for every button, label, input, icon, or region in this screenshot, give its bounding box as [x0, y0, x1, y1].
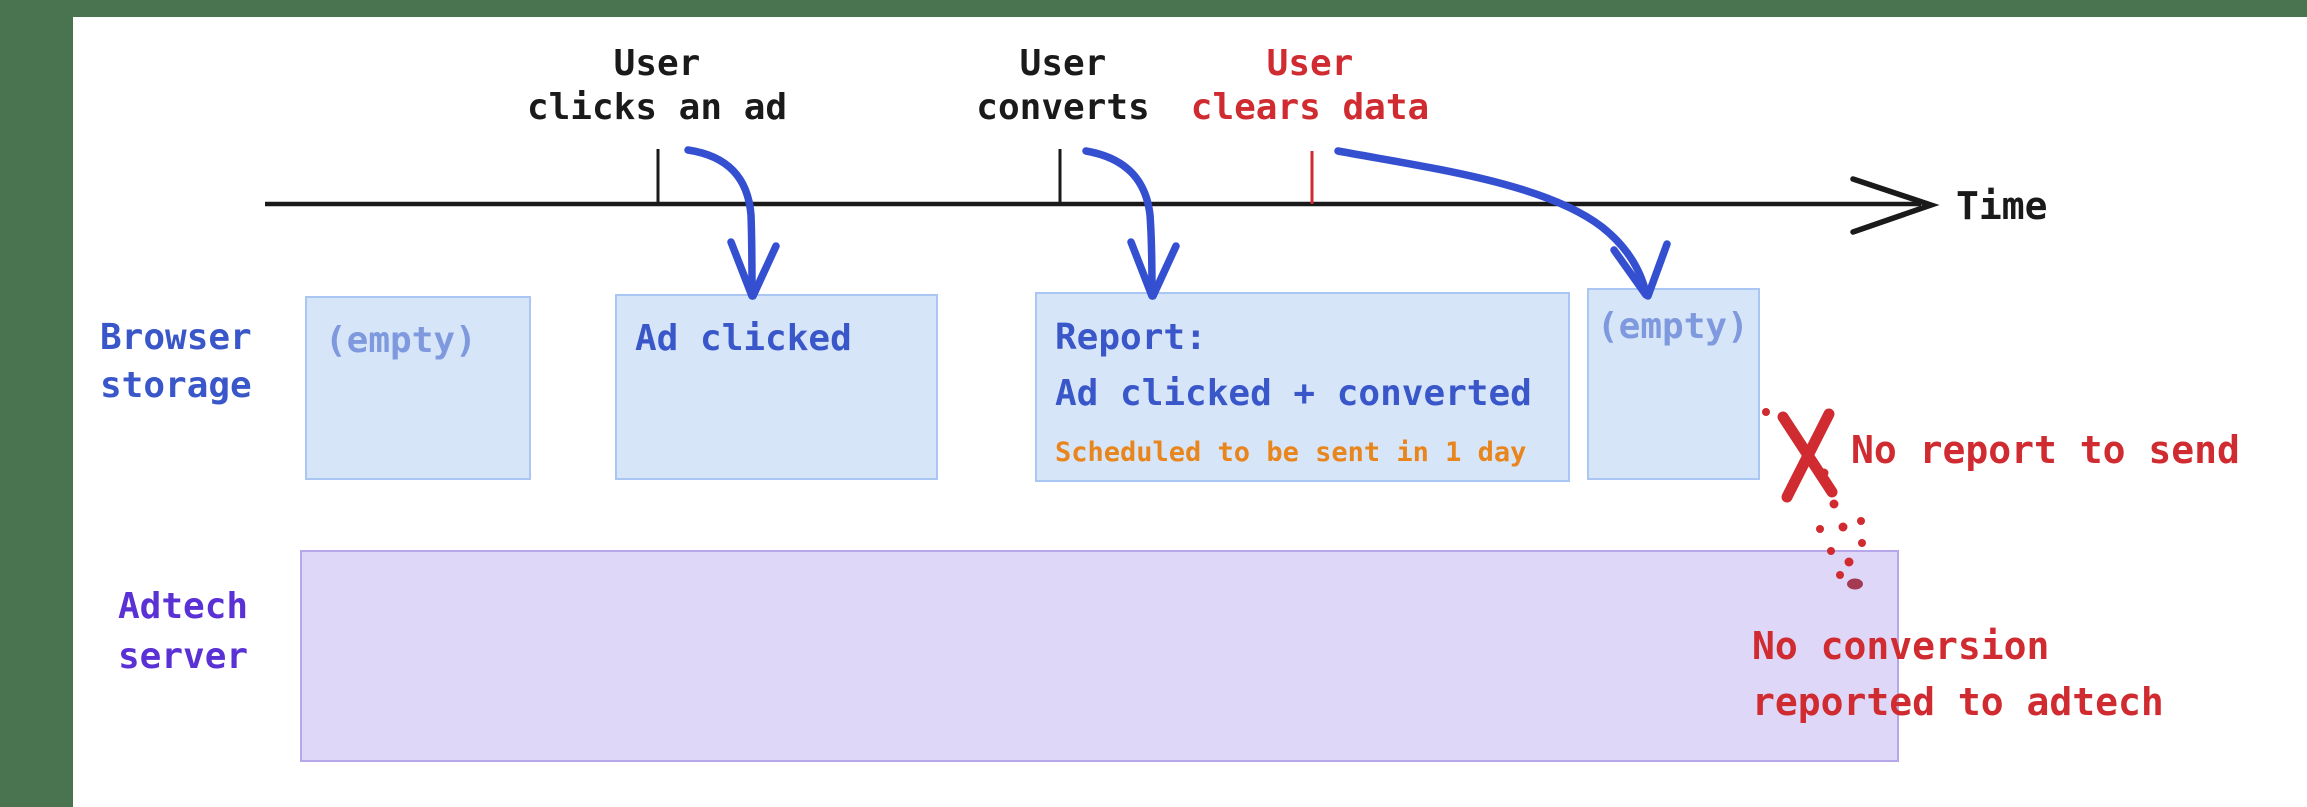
- red-x-icon: [1762, 408, 1838, 503]
- storage-box-empty-2: (empty): [1587, 288, 1760, 480]
- arrow-conversion-to-report-icon: [1082, 147, 1180, 300]
- frame-top-band: [0, 0, 2307, 17]
- timeline-arrowhead-icon: [1850, 176, 1940, 235]
- storage-box-empty-1: (empty): [305, 296, 531, 480]
- arrow-click-to-storage-icon: [684, 146, 780, 300]
- row-label-line: Adtech: [118, 586, 249, 627]
- event-label-line: clears data: [1190, 87, 1430, 128]
- arrow-clear-to-empty-icon: [1334, 147, 1671, 300]
- event-label-line: User: [613, 43, 701, 84]
- time-axis-label: Time: [1956, 184, 2048, 228]
- row-label-line: Browser: [100, 317, 252, 358]
- event-label-line: User: [1019, 43, 1107, 84]
- annotation-line: reported to adtech: [1752, 680, 2164, 724]
- storage-box-text: (empty): [325, 320, 477, 361]
- report-schedule-note: Scheduled to be sent in 1 day: [1055, 437, 1527, 468]
- no-report-annotation: No report to send: [1851, 428, 2240, 472]
- row-label-line: storage: [100, 365, 252, 406]
- report-detail: Ad clicked + converted: [1055, 373, 1532, 414]
- no-conversion-annotation: No conversion reported to adtech: [1752, 618, 2164, 730]
- annotation-line: No conversion: [1752, 624, 2050, 668]
- event-label-line: clicks an ad: [526, 87, 788, 128]
- adtech-server-box: [300, 550, 1899, 762]
- frame-left-band: [0, 0, 73, 807]
- storage-box-text: (empty): [1597, 306, 1749, 347]
- row-label-line: server: [118, 636, 249, 677]
- storage-box-ad-clicked: Ad clicked: [615, 294, 938, 480]
- storage-box-report: Report: Ad clicked + converted Scheduled…: [1035, 292, 1570, 482]
- event-label-line: converts: [976, 87, 1150, 128]
- storage-box-text: Ad clicked: [635, 318, 852, 359]
- adtech-server-row-label: Adtech server: [118, 582, 248, 682]
- event-label-line: User: [1266, 43, 1354, 84]
- browser-storage-row-label: Browser storage: [100, 314, 252, 410]
- report-title: Report:: [1055, 317, 1207, 358]
